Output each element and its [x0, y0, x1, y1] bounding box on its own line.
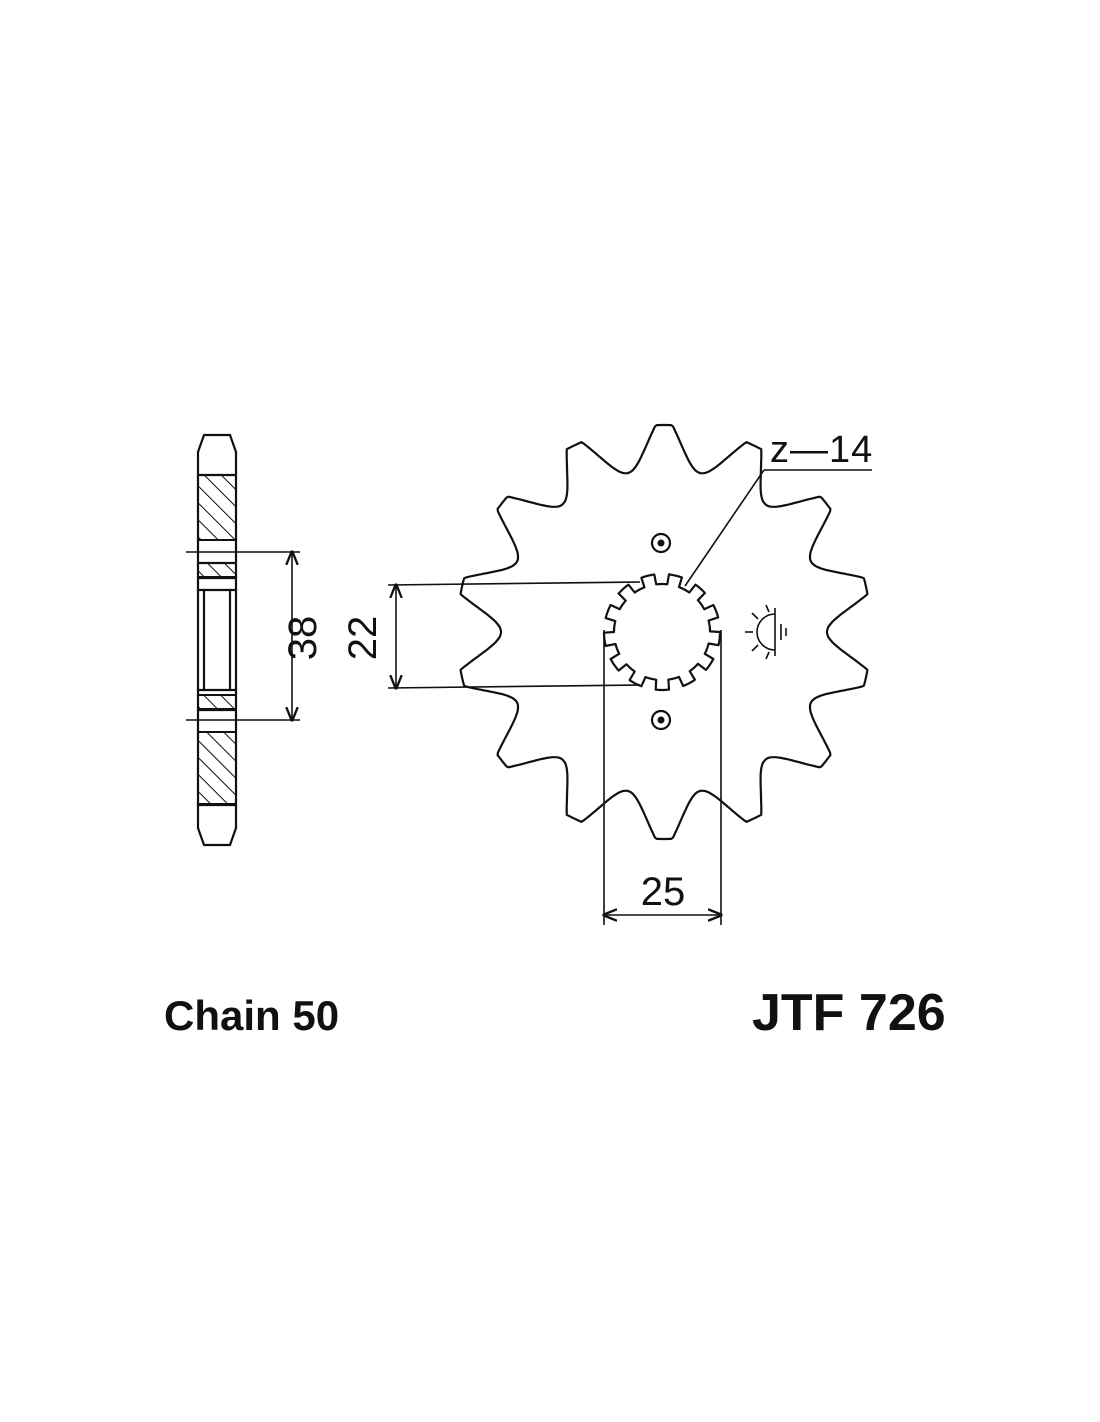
sprocket-outline	[459, 423, 869, 841]
front-view: 22 25 z—14	[341, 423, 873, 925]
side-view: 38	[186, 433, 325, 847]
sun-mark-icon	[745, 604, 787, 660]
bore-bottom-extension	[387, 684, 641, 689]
section-hatch-lower-inner	[197, 694, 237, 710]
mounting-hole-top	[650, 532, 672, 554]
teeth-count-label: z—14	[770, 429, 873, 471]
dimension-spline-label: 25	[641, 870, 686, 914]
mounting-hole-bottom	[650, 709, 672, 731]
spline-bore	[602, 573, 722, 692]
section-hatch-upper-inner	[197, 562, 237, 578]
section-hatch-lower	[197, 731, 237, 805]
teeth-leader-line	[684, 469, 765, 587]
side-bottom-tip	[196, 826, 238, 847]
dimension-hub-label: 38	[281, 616, 325, 661]
section-hatch-upper	[197, 474, 237, 541]
bore-top-extension	[387, 581, 641, 586]
dimension-bore-label: 22	[341, 616, 385, 661]
part-number-label: JTF 726	[752, 984, 946, 1042]
side-top-tip	[196, 433, 238, 454]
chain-label: Chain 50	[164, 992, 339, 1039]
